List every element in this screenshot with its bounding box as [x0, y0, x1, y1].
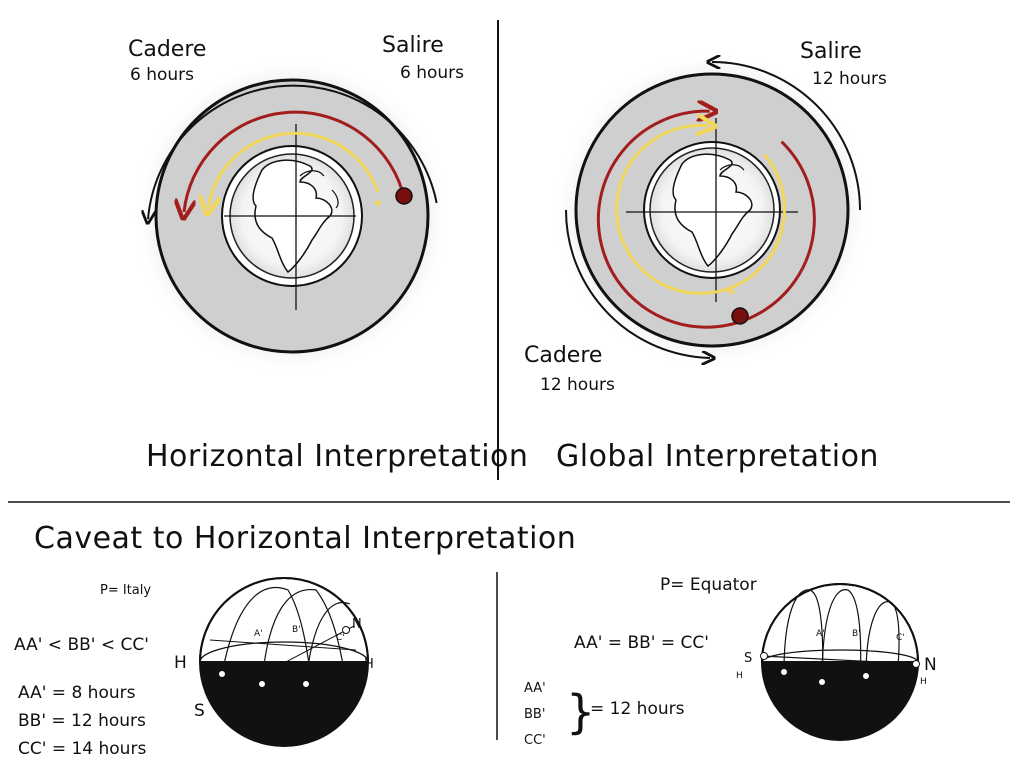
outer-path-arrow [712, 62, 861, 211]
br-a: A [788, 661, 795, 671]
sun-icon [731, 307, 749, 325]
horizontal-interpretation-diagram: ✦ [132, 56, 452, 376]
bl-a2: A' [254, 629, 263, 639]
bl-cc: CC' = 14 hours [18, 739, 146, 759]
bl-bb: BB' = 12 hours [18, 711, 146, 731]
br-relation: AA' = BB' = CC' [574, 633, 709, 653]
bl-a: A [226, 663, 233, 673]
br-a2: A' [816, 629, 825, 639]
tl-cadere-hours: 6 hours [130, 65, 194, 85]
sun-icon [395, 187, 413, 205]
br-bb: BB' [524, 707, 545, 722]
br-b: B [818, 667, 824, 677]
bl-b2: B' [292, 625, 301, 635]
bl-c2: C' [336, 633, 345, 643]
globe [649, 147, 775, 273]
br-brace: } [566, 685, 595, 739]
bl-n: N [352, 617, 362, 632]
br-h-right: H [920, 677, 927, 687]
tr-caption: Global Interpretation [556, 439, 879, 474]
bl-aa: AA' = 8 hours [18, 683, 136, 703]
star-path-arrow [615, 104, 787, 295]
bottom-title: Caveat to Horizontal Interpretation [34, 521, 576, 556]
br-c: C [868, 665, 874, 675]
tr-salire-hours: 12 hours [812, 69, 887, 89]
tl-salire-label: Salire [382, 33, 444, 58]
tl-salire-hours: 6 hours [400, 63, 464, 83]
star-icon: ✦ [726, 285, 737, 300]
br-h-left: H [736, 671, 743, 681]
outer-path-arrow-bottom [565, 209, 710, 358]
br-s: S [744, 651, 752, 666]
bl-h-right: H [364, 657, 374, 672]
tl-caption: Horizontal Interpretation [146, 439, 528, 474]
bl-relation: AA' < BB' < CC' [14, 635, 149, 655]
bl-c: C [306, 673, 312, 683]
star-icon: ✦ [372, 196, 384, 212]
equator-sphere [760, 583, 920, 741]
global-interpretation-diagram: ✦ [552, 50, 872, 370]
br-n: N [924, 655, 937, 675]
italy-sphere [198, 577, 370, 747]
bl-s: S [194, 701, 205, 721]
br-place: P= Equator [660, 575, 757, 595]
tl-cadere-label: Cadere [128, 37, 206, 62]
tr-salire-label: Salire [800, 39, 862, 64]
br-result: = 12 hours [590, 699, 685, 719]
bl-h-left: H [174, 653, 187, 673]
br-b2: B' [852, 629, 861, 639]
sun-path-arrow [596, 86, 816, 329]
tr-cadere-label: Cadere [524, 343, 602, 368]
br-aa: AA' [524, 681, 546, 696]
br-c2: C' [896, 633, 905, 643]
bl-place: P= Italy [100, 583, 151, 598]
tr-cadere-hours: 12 hours [540, 375, 615, 395]
star-path-arrow [208, 131, 380, 208]
outer-path-arrow [144, 84, 438, 219]
bl-b: B [258, 669, 264, 679]
sun-path-arrow [184, 110, 404, 212]
br-cc: CC' [524, 733, 546, 748]
